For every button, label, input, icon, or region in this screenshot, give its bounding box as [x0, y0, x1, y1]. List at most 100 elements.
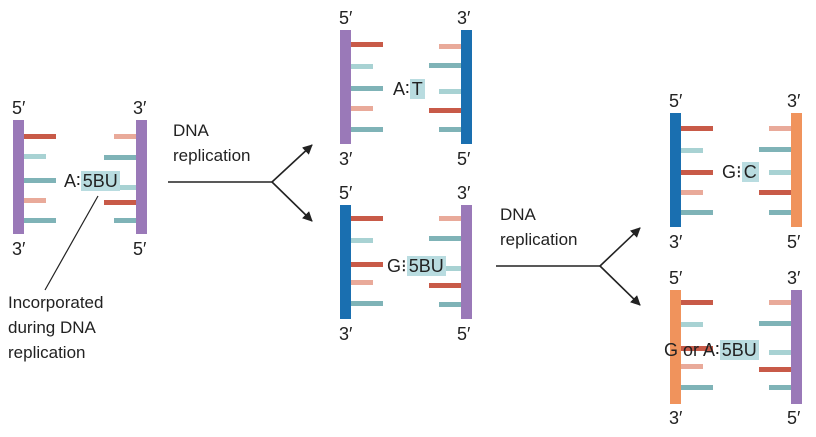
rung — [429, 63, 461, 68]
rung — [351, 106, 373, 111]
rung — [439, 302, 461, 307]
five-prime-label: 5′ — [787, 232, 801, 252]
arrow-label-2: DNA replication — [500, 202, 578, 252]
rung — [759, 321, 791, 326]
strand-right — [461, 30, 472, 144]
base-left: G — [387, 256, 402, 276]
pair-separator: ∶ — [405, 79, 410, 99]
rung — [351, 280, 373, 285]
duplex-gen1-top — [340, 30, 472, 144]
strand-left — [670, 113, 681, 227]
rung — [681, 126, 713, 131]
rung — [439, 216, 461, 221]
base-left: A — [393, 79, 406, 99]
duplex-gen1-bottom — [340, 205, 472, 319]
three-prime-label: 3′ — [787, 91, 801, 111]
three-prime-label: 3′ — [669, 232, 683, 252]
rung — [759, 147, 791, 152]
base-right-5bu: 5BU — [719, 340, 759, 360]
note-line: Incorporated — [8, 293, 104, 312]
three-prime-label: 3′ — [457, 8, 471, 28]
arrow-label-line: DNA — [500, 205, 536, 224]
strand-left — [340, 30, 351, 144]
rung — [681, 346, 713, 351]
five-prime-label: 5′ — [133, 239, 147, 259]
rung — [24, 134, 56, 139]
base-pair-gen2-bottom: G or A∶5BU — [664, 339, 759, 361]
five-prime-label: 5′ — [339, 8, 353, 28]
strand-right — [791, 113, 802, 227]
strand-right — [136, 120, 147, 234]
five-prime-label: 5′ — [457, 149, 471, 169]
pair-separator: ∶ — [715, 340, 720, 360]
rung — [681, 148, 703, 153]
five-prime-label: 5′ — [669, 91, 683, 111]
rung — [351, 64, 373, 69]
rung — [681, 190, 703, 195]
rung — [439, 266, 461, 271]
three-prime-label: 3′ — [339, 324, 353, 344]
rung — [351, 127, 383, 132]
replication-arrow-1 — [168, 144, 313, 222]
base-right: C — [741, 162, 759, 182]
strand-left — [13, 120, 24, 234]
arrow-label-line: replication — [173, 146, 251, 165]
base-right: T — [409, 79, 425, 99]
base-left: A — [64, 171, 77, 191]
rung — [681, 170, 713, 175]
base-right-5bu: 5BU — [406, 256, 446, 276]
base-right-5bu: 5BU — [80, 171, 120, 191]
rung — [351, 301, 383, 306]
rung — [681, 385, 713, 390]
arrow-label-line: DNA — [173, 121, 209, 140]
annotation-pointer-line — [44, 195, 99, 291]
rung — [769, 385, 791, 390]
rung — [24, 178, 56, 183]
rung — [681, 364, 703, 369]
rung — [104, 155, 136, 160]
rung — [759, 190, 791, 195]
pair-separator: ∶ — [76, 171, 81, 191]
rung — [439, 127, 461, 132]
duplex-original — [13, 120, 147, 234]
strand-right — [461, 205, 472, 319]
rung — [769, 300, 791, 305]
three-prime-label: 3′ — [457, 183, 471, 203]
base-left: G or A — [664, 340, 716, 360]
rung — [24, 218, 56, 223]
duplex-gen2-top — [670, 113, 802, 227]
three-prime-label: 3′ — [339, 149, 353, 169]
rung — [114, 218, 136, 223]
arrow-label-line: replication — [500, 230, 578, 249]
rung — [769, 210, 791, 215]
arrow-label-1: DNA replication — [173, 118, 251, 168]
three-prime-label: 3′ — [133, 98, 147, 118]
three-prime-label: 3′ — [12, 239, 26, 259]
rung — [114, 185, 136, 190]
five-prime-label: 5′ — [787, 408, 801, 428]
rung — [351, 262, 383, 267]
replication-arrow-2 — [496, 227, 641, 306]
rung — [24, 154, 46, 159]
strand-left — [670, 290, 681, 404]
rung — [104, 200, 136, 205]
rung — [429, 236, 461, 241]
incorporation-note: Incorporated during DNA replication — [8, 290, 103, 365]
five-prime-label: 5′ — [669, 268, 683, 288]
rung — [681, 300, 713, 305]
five-prime-label: 5′ — [339, 183, 353, 203]
rung — [351, 86, 383, 91]
pair-separator: ⁝ — [736, 162, 742, 182]
note-line: replication — [8, 343, 86, 362]
base-pair-gen2-top: G⁝C — [722, 161, 759, 183]
note-line: during DNA — [8, 318, 96, 337]
base-left: G — [722, 162, 737, 182]
rung — [429, 108, 461, 113]
rung — [439, 89, 461, 94]
three-prime-label: 3′ — [787, 268, 801, 288]
pair-separator: ⁝ — [401, 256, 407, 276]
rung — [351, 238, 373, 243]
rung — [351, 216, 383, 221]
rung — [769, 126, 791, 131]
strand-right — [791, 290, 802, 404]
